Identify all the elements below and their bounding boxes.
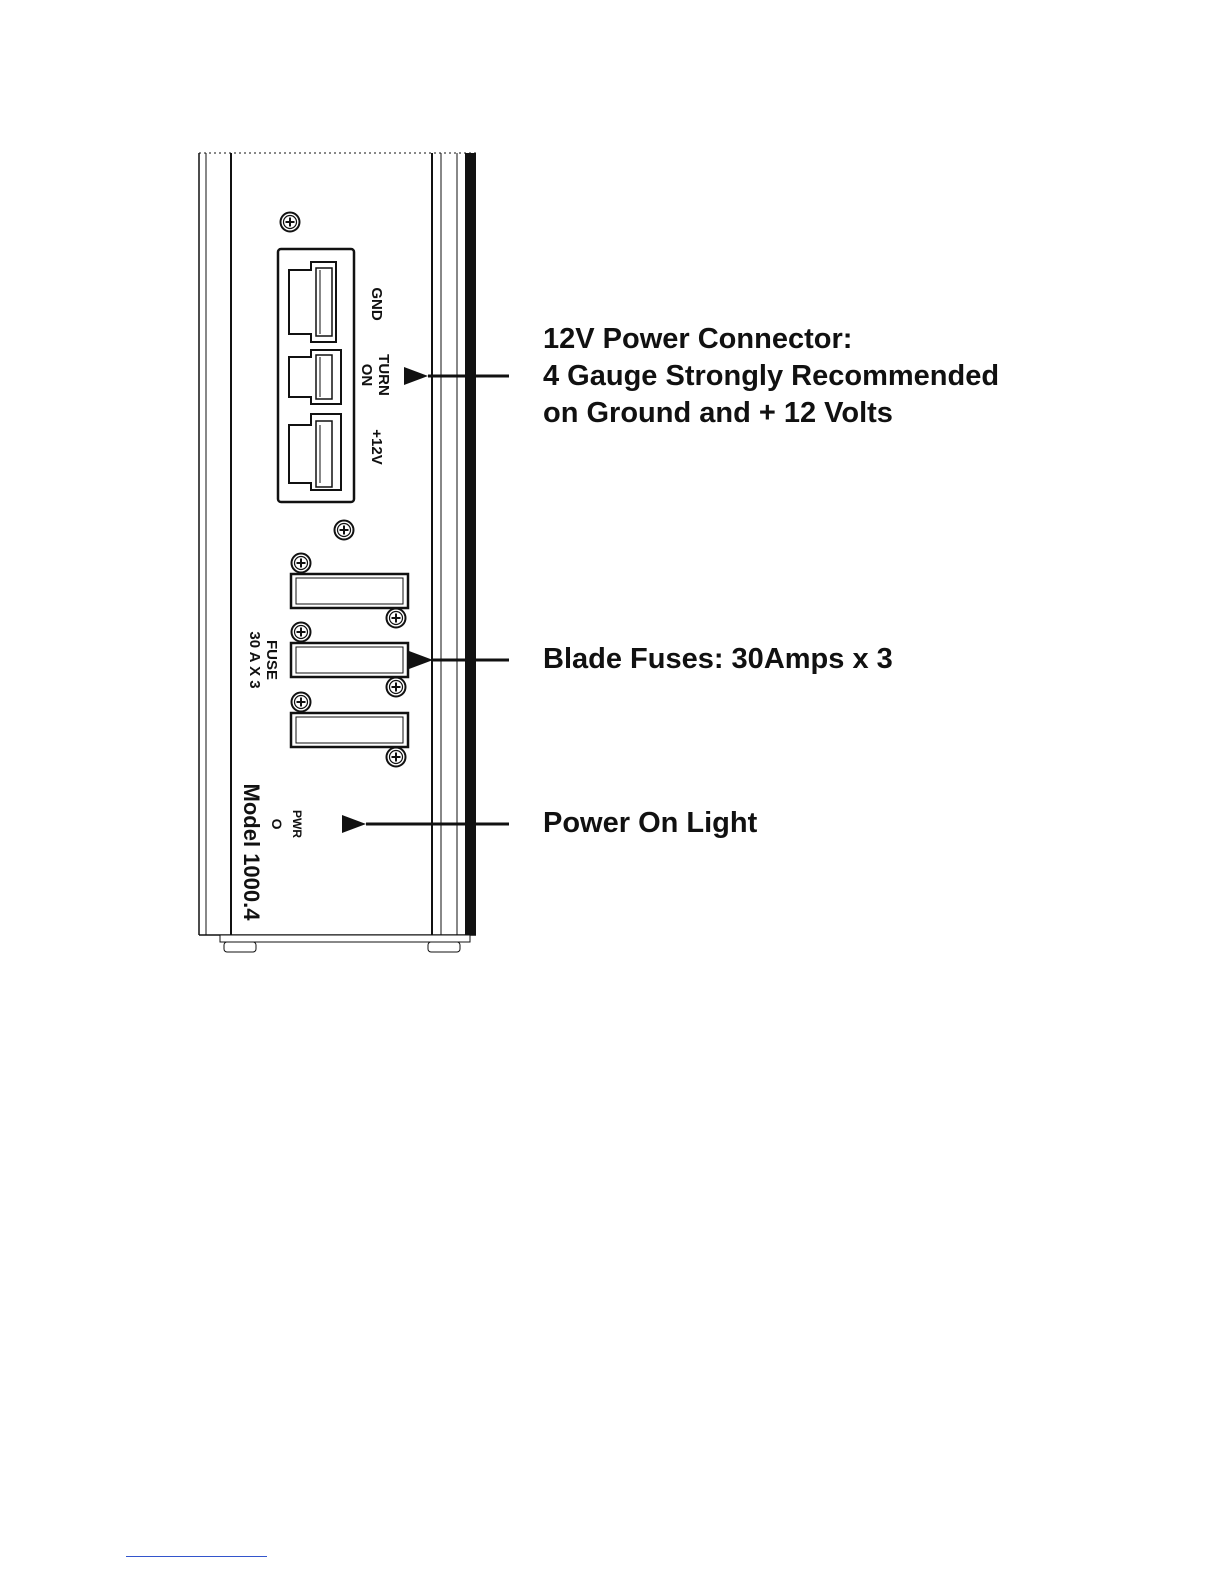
- screw-icon: [387, 748, 406, 767]
- screw-icon: [387, 609, 406, 628]
- power-light-callout: Power On Light: [543, 805, 757, 842]
- fuse-slot: [291, 623, 408, 697]
- plus12v-terminal: [289, 414, 341, 490]
- screw-icon: [281, 213, 300, 232]
- power-terminal-block: GND TURN ON +12V: [278, 213, 392, 540]
- on-label: ON: [358, 364, 375, 387]
- screw-icon: [292, 623, 311, 642]
- footer-rule: [126, 1556, 267, 1557]
- plus12v-label: +12V: [368, 429, 385, 464]
- fuse-label: FUSE: [263, 640, 280, 680]
- turn-label: TURN: [375, 354, 392, 396]
- screw-icon: [335, 521, 354, 540]
- model-label: Model 1000.4: [239, 784, 264, 922]
- fuse-slot: [291, 554, 408, 628]
- fuse-rating-label: 30 A X 3: [246, 631, 263, 688]
- blade-fuses: FUSE 30 A X 3: [246, 554, 408, 767]
- callout-line: 12V Power Connector:: [543, 321, 999, 358]
- screw-icon: [292, 693, 311, 712]
- fuse-slot: [291, 693, 408, 767]
- gnd-terminal: [289, 262, 336, 342]
- gnd-label: GND: [368, 287, 385, 321]
- screw-icon: [387, 678, 406, 697]
- callout-line: 4 Gauge Strongly Recommended: [543, 358, 999, 395]
- power-connector-callout: 12V Power Connector: 4 Gauge Strongly Re…: [543, 321, 999, 432]
- power-indicator: PWR O: [269, 810, 304, 838]
- blade-fuses-callout: Blade Fuses: 30Amps x 3: [543, 641, 893, 678]
- pwr-label: PWR: [290, 810, 304, 838]
- screw-icon: [292, 554, 311, 573]
- turn-on-terminal: [289, 350, 341, 404]
- callout-line: on Ground and + 12 Volts: [543, 395, 999, 432]
- pwr-led-icon: O: [269, 819, 285, 830]
